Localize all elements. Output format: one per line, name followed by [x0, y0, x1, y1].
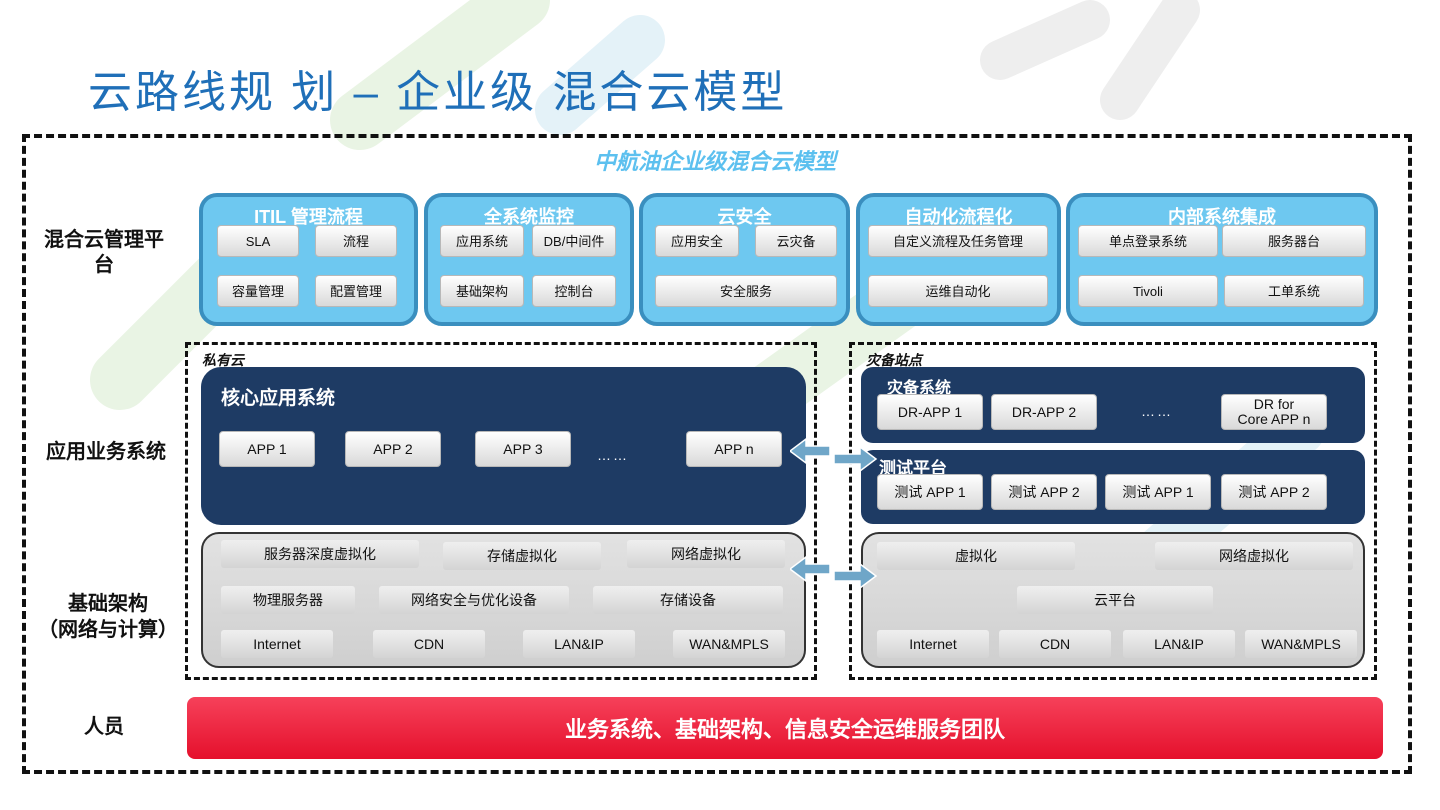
infra-item: CDN [373, 630, 485, 658]
mgmt-item: 流程 [315, 225, 397, 257]
dr-system-title: 灾备系统 [887, 380, 952, 397]
arrow-right-shape [833, 562, 878, 590]
mgmt-item: SLA [217, 225, 299, 257]
dr-infra-item: 虚拟化 [877, 542, 1075, 570]
dr-infra-item: WAN&MPLS [1245, 630, 1357, 658]
app-box: APP 3 [475, 431, 571, 467]
sync-arrow-apps [790, 437, 878, 472]
ellipsis: …… [1141, 403, 1173, 419]
test-platform-panel: 测试平台 测试 APP 1 测试 APP 2 测试 APP 1 测试 APP 2 [861, 450, 1365, 524]
private-infra-panel: 服务器深度虚拟化 存储虚拟化 网络虚拟化 物理服务器 网络安全与优化设备 存储设… [201, 532, 806, 668]
dr-app-line1: DR for [1253, 396, 1295, 412]
dr-app-line2: Core APP n [1237, 411, 1311, 427]
mgmt-monitoring: 全系统监控 应用系统 DB/中间件 基础架构 控制台 [424, 193, 634, 326]
dr-site-frame [849, 342, 1377, 680]
mgmt-integration-title: 内部系统集成 [1168, 207, 1276, 227]
mgmt-item: 配置管理 [315, 275, 397, 307]
row-label-infra-2: （网络与计算） [38, 619, 178, 641]
dr-infra-item: Internet [877, 630, 989, 658]
private-cloud-label: 私有云 [202, 352, 244, 368]
infra-item: 存储设备 [593, 586, 783, 614]
infra-item: 网络安全与优化设备 [379, 586, 569, 614]
mgmt-item: 单点登录系统 [1078, 225, 1218, 257]
arrow-left-shape [790, 556, 831, 583]
diagram-subtitle: 中航油企业级混合云模型 [593, 149, 836, 174]
infra-item: 服务器深度虚拟化 [221, 540, 419, 568]
infra-item: Internet [221, 630, 333, 658]
sync-arrow-infra [790, 556, 878, 590]
mgmt-item: 工单系统 [1224, 275, 1364, 307]
ellipsis: …… [597, 447, 629, 463]
arrow-left-shape [790, 437, 831, 465]
app-box: APP 2 [345, 431, 441, 467]
mgmt-item: 应用系统 [440, 225, 524, 257]
infra-item: 网络虚拟化 [627, 540, 785, 568]
dr-infra-panel: 虚拟化 网络虚拟化 云平台 Internet CDN LAN&IP WAN&MP… [861, 532, 1365, 668]
mgmt-item: 容量管理 [217, 275, 299, 307]
dr-infra-item: 网络虚拟化 [1155, 542, 1353, 570]
test-app-box: 测试 APP 2 [1221, 474, 1327, 510]
mgmt-itil: ITIL 管理流程 SLA 流程 容量管理 配置管理 [199, 193, 418, 326]
mgmt-item: 安全服务 [655, 275, 837, 307]
people-team-bar: 业务系统、基础架构、信息安全运维服务团队 [187, 697, 1383, 759]
mgmt-item: 服务器台 [1222, 225, 1366, 257]
core-app-panel: 核心应用系统 APP 1 APP 2 APP 3 …… APP n [201, 367, 806, 525]
mgmt-item: Tivoli [1078, 275, 1218, 307]
mgmt-item: DB/中间件 [532, 225, 616, 257]
test-app-box: 测试 APP 2 [991, 474, 1097, 510]
core-app-title: 核心应用系统 [221, 388, 336, 409]
outer-dashed-frame [22, 134, 1412, 774]
dr-infra-item: LAN&IP [1123, 630, 1235, 658]
mgmt-item: 控制台 [532, 275, 616, 307]
mgmt-item: 云灾备 [755, 225, 837, 257]
mgmt-itil-title: ITIL 管理流程 [254, 207, 363, 227]
page-title: 云路线规 划 – 企业级 混合云模型 [88, 68, 788, 117]
arrow-right-shape [833, 445, 878, 472]
mgmt-automation: 自动化流程化 自定义流程及任务管理 运维自动化 [856, 193, 1061, 326]
app-box: APP n [686, 431, 782, 467]
mgmt-integration: 内部系统集成 单点登录系统 服务器台 Tivoli 工单系统 [1066, 193, 1378, 326]
dr-app-box: DR-APP 1 [877, 394, 983, 430]
row-label-management: 混合云管理平台 [44, 229, 164, 276]
row-label-applications: 应用业务系统 [46, 441, 166, 463]
infra-item: 存储虚拟化 [443, 542, 601, 570]
mgmt-automation-title: 自动化流程化 [904, 207, 1013, 227]
mgmt-item: 自定义流程及任务管理 [868, 225, 1048, 257]
mgmt-monitoring-title: 全系统监控 [484, 207, 574, 227]
test-platform-title: 测试平台 [879, 459, 947, 478]
test-app-box: 测试 APP 1 [877, 474, 983, 510]
dr-site-label: 灾备站点 [866, 352, 922, 368]
mgmt-item: 运维自动化 [868, 275, 1048, 307]
dr-app-box: DR-APP 2 [991, 394, 1097, 430]
row-label-infra-1: 基础架构 [68, 593, 148, 615]
app-box: APP 1 [219, 431, 315, 467]
mgmt-security: 云安全 应用安全 云灾备 安全服务 [639, 193, 850, 326]
mgmt-security-title: 云安全 [717, 207, 772, 227]
row-label-people: 人员 [84, 716, 124, 738]
infra-item: 物理服务器 [221, 586, 355, 614]
dr-infra-item: CDN [999, 630, 1111, 658]
test-app-box: 测试 APP 1 [1105, 474, 1211, 510]
dr-app-box-core: DR for Core APP n [1221, 394, 1327, 430]
mgmt-item: 应用安全 [655, 225, 739, 257]
dr-infra-item: 云平台 [1017, 586, 1213, 614]
private-cloud-frame [185, 342, 817, 680]
dr-system-panel: 灾备系统 DR-APP 1 DR-APP 2 …… DR for Core AP… [861, 367, 1365, 443]
infra-item: WAN&MPLS [673, 630, 785, 658]
infra-item: LAN&IP [523, 630, 635, 658]
mgmt-item: 基础架构 [440, 275, 524, 307]
